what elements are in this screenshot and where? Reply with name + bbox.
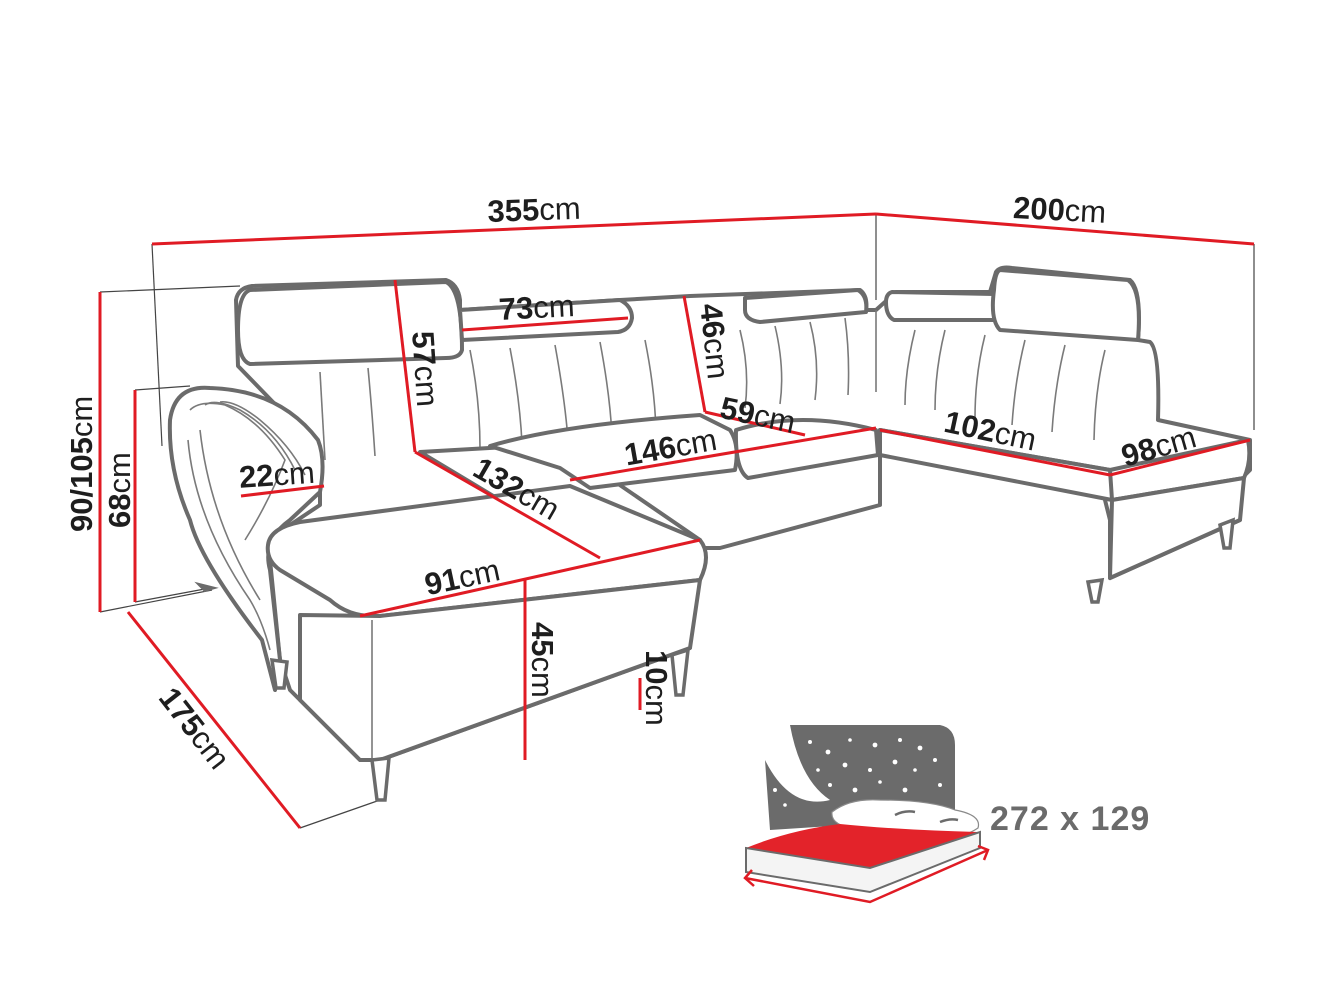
label-armrest-width: 22cm [237, 454, 316, 495]
unit: cm [696, 336, 736, 381]
value: 10 [639, 650, 674, 685]
label-back-height: 46cm [693, 301, 736, 381]
dim-line-right-seat [879, 428, 1111, 477]
label-seat-height: 45cm [525, 622, 560, 698]
value: 22 [237, 457, 275, 495]
label-armrest-height: 68cm [102, 452, 137, 528]
unit: cm [525, 656, 560, 698]
dim-line-left-depth [126, 611, 302, 829]
bed-with-starry-night-icon [743, 725, 990, 904]
right-base [1108, 476, 1246, 580]
value: 45 [525, 622, 560, 657]
label-total-height: 90/105cm [64, 395, 99, 532]
unit: cm [532, 288, 576, 326]
dim-line-chaise-length [414, 450, 601, 560]
sofa-legs [194, 517, 1236, 802]
value: 68 [102, 493, 137, 528]
dim-line-right-end [1109, 438, 1251, 477]
value: 73 [497, 290, 535, 327]
dim-line-chaise-width [359, 538, 701, 618]
guide-lines [99, 214, 1255, 829]
unit: cm [639, 684, 674, 726]
middle-seat-cushion [488, 413, 739, 490]
value: 90/105 [64, 437, 99, 532]
label-leg-height: 10cm [639, 650, 674, 726]
unit: cm [672, 421, 720, 464]
unit: cm [538, 190, 582, 228]
label-headrest-width: 73cm [497, 288, 576, 327]
unit: cm [64, 395, 99, 438]
chaise-base [298, 578, 702, 762]
dim-line-armrest-width [240, 484, 325, 498]
label-total-width: 355cm [486, 190, 582, 229]
value: 355 [486, 192, 540, 229]
unit: cm [272, 454, 316, 493]
dim-line-back-height [682, 295, 707, 413]
dim-line-middle-seat [569, 426, 877, 482]
dim-line-seat-depth [704, 410, 806, 437]
unit: cm [102, 452, 137, 494]
value: 57 [405, 329, 443, 367]
dim-line-headrest-width [461, 316, 629, 332]
unit: cm [1063, 192, 1108, 230]
value: 46 [693, 301, 732, 340]
unit: cm [407, 364, 446, 408]
dim-line-total-width [151, 212, 877, 246]
dim-line-right-depth [875, 212, 1255, 246]
sofa-body [167, 265, 1252, 762]
dimension-lines [98, 212, 1255, 829]
value: 200 [1012, 190, 1066, 228]
label-headrest-height: 57cm [405, 329, 446, 408]
label-right-depth: 200cm [1012, 190, 1108, 230]
dim-line-headrest-height [393, 279, 417, 453]
sleeping-area-label: 272 x 129 [990, 800, 1151, 838]
